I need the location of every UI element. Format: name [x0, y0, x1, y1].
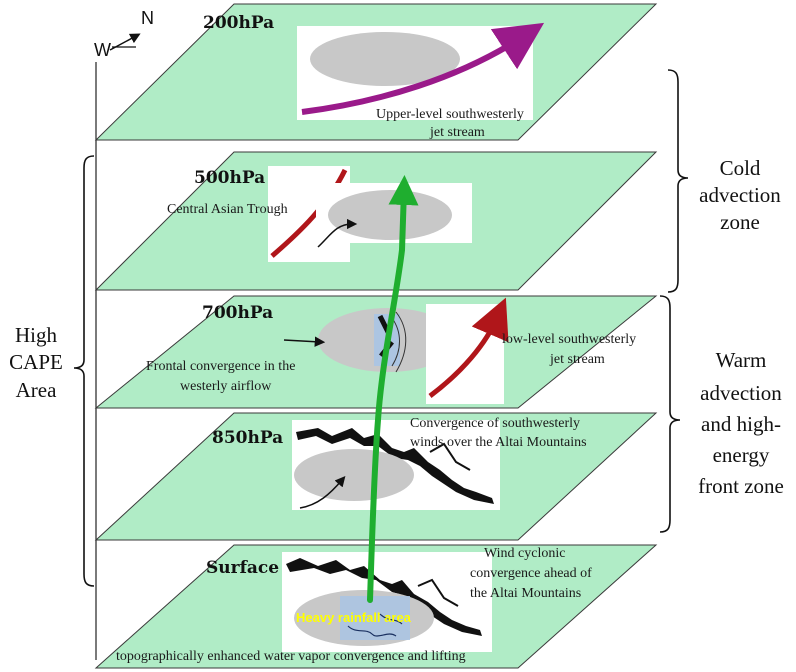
cyclonic-label-line3: the Altai Mountains	[470, 586, 581, 601]
cold-zone-line1: Cold	[720, 156, 761, 180]
bottom-caption: topographically enhanced water vapor con…	[116, 649, 466, 664]
ellipse-500hpa	[328, 190, 452, 240]
upper-jet-label-line1: Upper-level southwesterly	[376, 107, 524, 122]
updraft-arrow	[367, 175, 419, 603]
frontal-flow-arrow	[283, 336, 326, 347]
cyclonic-label-line1: Wind cyclonic	[484, 546, 565, 561]
cyclonic-label-line2: convergence ahead of	[470, 566, 592, 581]
rain-streamline-1	[347, 625, 397, 637]
trough-flow-arrow	[317, 218, 358, 248]
ellipse-200hpa	[310, 32, 460, 86]
altai-ridge-surface	[417, 578, 459, 607]
level-label-500hpa: 500hPa	[194, 168, 265, 188]
level-label-surface: Surface	[206, 558, 279, 578]
front-curve-outer	[395, 311, 407, 373]
compass: N W	[94, 8, 154, 60]
cape-line1: High	[15, 323, 58, 347]
warm-zone-line4: energy	[713, 443, 770, 467]
trough-label: Central Asian Trough	[167, 202, 288, 217]
altai-ridge-850hpa	[429, 442, 471, 471]
cold-zone-line3: zone	[720, 210, 760, 234]
warm-zone-line3: and high-	[701, 412, 781, 436]
altai-mountains-850hpa	[296, 428, 494, 504]
frontal-label-line2: westerly airflow	[180, 379, 272, 394]
trough-line	[270, 168, 348, 258]
cold-zone-bracket	[667, 69, 689, 293]
warm-zone-line1: Warm	[716, 348, 767, 372]
cold-zone-line2: advection	[699, 183, 781, 207]
level-label-700hpa: 700hPa	[202, 303, 273, 323]
low-jet-label-line1: low-level southwesterly	[502, 332, 636, 347]
upper-jet-arrow	[301, 22, 545, 115]
compass-arrow	[109, 33, 141, 51]
cyclonic-flow-arrow-850	[299, 476, 346, 509]
low-jet-label-line2: jet stream	[549, 352, 605, 367]
cape-line3: Area	[16, 378, 57, 402]
altai-conv-label-line2: winds over the Altai Mountains	[410, 435, 587, 450]
upper-jet-label-line2: jet stream	[429, 125, 485, 140]
cape-bracket	[73, 155, 95, 587]
rain-streamline-2	[379, 613, 403, 625]
frontal-label-line1: Frontal convergence in the	[146, 359, 295, 374]
level-label-200hpa: 200hPa	[203, 13, 274, 33]
warm-zone-line2: advection	[700, 381, 782, 405]
compass-north-label: N	[141, 8, 154, 28]
rain-area-box	[340, 596, 410, 640]
front-curve-inner	[391, 317, 400, 367]
level-label-850hpa: 850hPa	[212, 428, 283, 448]
cape-line2: CAPE	[9, 350, 63, 374]
low-jet-arrow	[428, 297, 509, 398]
warm-zone-bracket	[659, 295, 681, 533]
altai-conv-label-line1: Convergence of southwesterly	[410, 416, 580, 431]
compass-west-label: W	[94, 40, 111, 60]
warm-zone-line5: front zone	[698, 474, 784, 498]
ellipse-850hpa	[294, 449, 414, 501]
heavy-rain-label: Heavy rainfall area	[296, 610, 412, 625]
